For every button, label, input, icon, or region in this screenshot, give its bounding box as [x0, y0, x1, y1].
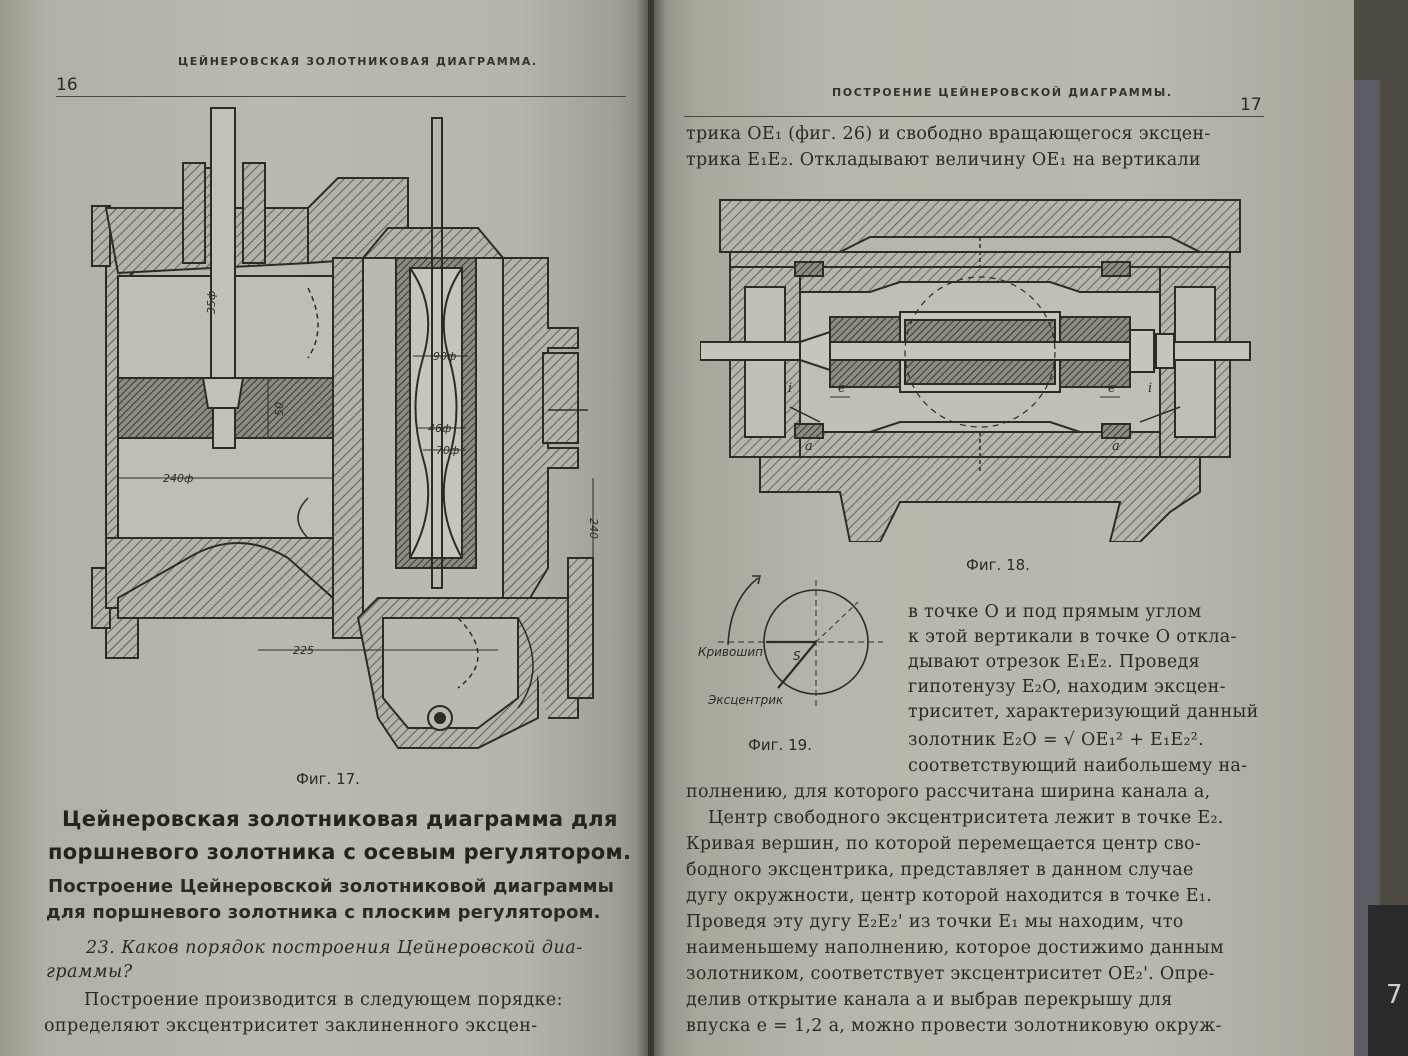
- figure-17-caption: Фиг. 17.: [296, 770, 360, 788]
- body-line-7: наименьшему наполнению, которое достижим…: [686, 938, 1224, 958]
- book-gutter: [636, 0, 666, 1056]
- figure-17-drawing: 35ф 50 90ф 46ф 70ф 240ф 240 225: [91, 107, 600, 749]
- wrap-line-1: в точке O и под прямым углом: [908, 602, 1202, 622]
- wrap-line-7: соответствующий наибольшему на-: [908, 756, 1248, 776]
- dim-46: 46ф: [428, 422, 451, 435]
- dim-225: 225: [293, 644, 314, 657]
- fig18-label-e-left: e: [838, 381, 846, 396]
- dim-240f: 240ф: [163, 472, 193, 485]
- fig19-label-s: S: [793, 649, 801, 663]
- fig19-label-crank: Кривошип: [698, 645, 763, 659]
- book-spine: [1350, 80, 1380, 1056]
- body-line-1: полнению, для которого рассчитана ширина…: [686, 782, 1211, 802]
- wrap-line-4: гипотенузу E₂O, находим эксцен-: [908, 677, 1226, 697]
- body-line-4: бодного эксцентрика, представляет в данн…: [686, 860, 1194, 880]
- dim-70: 70ф: [436, 444, 459, 457]
- body-line-9: делив открытие канала a и выбрав перекры…: [686, 990, 1173, 1010]
- text-line-2: определяют эксцентриситет заклиненного э…: [44, 1016, 538, 1036]
- fig18-label-a-left: a: [805, 439, 813, 454]
- text-line-1: Построение производится в следующем поря…: [84, 990, 563, 1010]
- body-line-3: Кривая вершин, по которой перемещается ц…: [686, 834, 1202, 854]
- section-title-line-1: Цейнеровская золотниковая диаграмма для: [62, 807, 618, 831]
- fig18-label-i-left: i: [788, 381, 792, 396]
- wrap-line-3: дывают отрезок E₁E₂. Проведя: [908, 652, 1200, 672]
- head-rule-left: [56, 96, 626, 97]
- intro-line-2: трика E₁E₂. Откладывают величину OE₁ на …: [686, 150, 1201, 170]
- body-line-10: впуска e = 1,2 a, можно провести золотни…: [686, 1016, 1222, 1036]
- question-line-2: граммы?: [46, 962, 133, 982]
- wrap-line-5: триситет, характеризующий данный: [908, 702, 1259, 722]
- body-line-6: Проведя эту дугу E₂E₂' из точки E₁ мы на…: [686, 912, 1184, 932]
- fig18-label-a-right: a: [1112, 439, 1120, 454]
- intro-line-1: трика OE₁ (фиг. 26) и свободно вращающег…: [686, 124, 1211, 144]
- ruler-digit: 7: [1386, 980, 1403, 1010]
- subsection-title-line-1: Построение Цейнеровской золотниковой диа…: [48, 876, 615, 897]
- fig18-label-e-right: e: [1108, 381, 1116, 396]
- running-head-left: ЦЕЙНЕРОВСКАЯ ЗОЛОТНИКОВАЯ ДИАГРАММА.: [178, 55, 538, 68]
- body-line-2: Центр свободного эксцентриситета лежит в…: [708, 808, 1224, 828]
- wrap-line-2: к этой вертикали в точке O откла-: [908, 627, 1237, 647]
- right-page: ПОСТРОЕНИЕ ЦЕЙНЕРОВСКОЙ ДИАГРАММЫ. 17 тр…: [654, 0, 1354, 1056]
- dim-50: 50: [273, 402, 286, 416]
- figure-19-caption: Фиг. 19.: [748, 736, 812, 754]
- fig18-label-i-right: i: [1148, 381, 1152, 396]
- head-rule-right: [684, 116, 1264, 117]
- page-number-left: 16: [56, 75, 78, 95]
- subsection-title-line-2: для поршневого золотника с плоским регул…: [46, 902, 601, 923]
- section-title-line-2: поршневого золотника с осевым регуляторо…: [48, 840, 632, 864]
- body-line-8: золотником, соответствует эксцентриситет…: [686, 964, 1215, 984]
- wrap-line-6: золотник E₂O = √ OE₁² + E₁E₂².: [908, 730, 1204, 750]
- figure-18-caption: Фиг. 18.: [966, 556, 1030, 574]
- ruler-edge: [1368, 905, 1408, 1056]
- running-head-right: ПОСТРОЕНИЕ ЦЕЙНЕРОВСКОЙ ДИАГРАММЫ.: [832, 86, 1173, 99]
- figure-18-drawing: e e i i a a: [700, 199, 1251, 542]
- question-line-1: 23. Каков порядок построения Цейнеровско…: [86, 938, 583, 958]
- dim-240: 240: [587, 518, 600, 539]
- left-page: 16 ЦЕЙНЕРОВСКАЯ ЗОЛОТНИКОВАЯ ДИАГРАММА.: [0, 0, 648, 1056]
- fig19-label-eccentric: Эксцентрик: [707, 693, 784, 707]
- page-number-right: 17: [1240, 95, 1262, 115]
- dim-90: 90ф: [433, 350, 456, 363]
- figure-19-drawing: Кривошип Эксцентрик S: [698, 575, 883, 710]
- dim-35: 35ф: [205, 291, 218, 314]
- body-line-5: дугу окружности, центр которой находится…: [686, 886, 1213, 906]
